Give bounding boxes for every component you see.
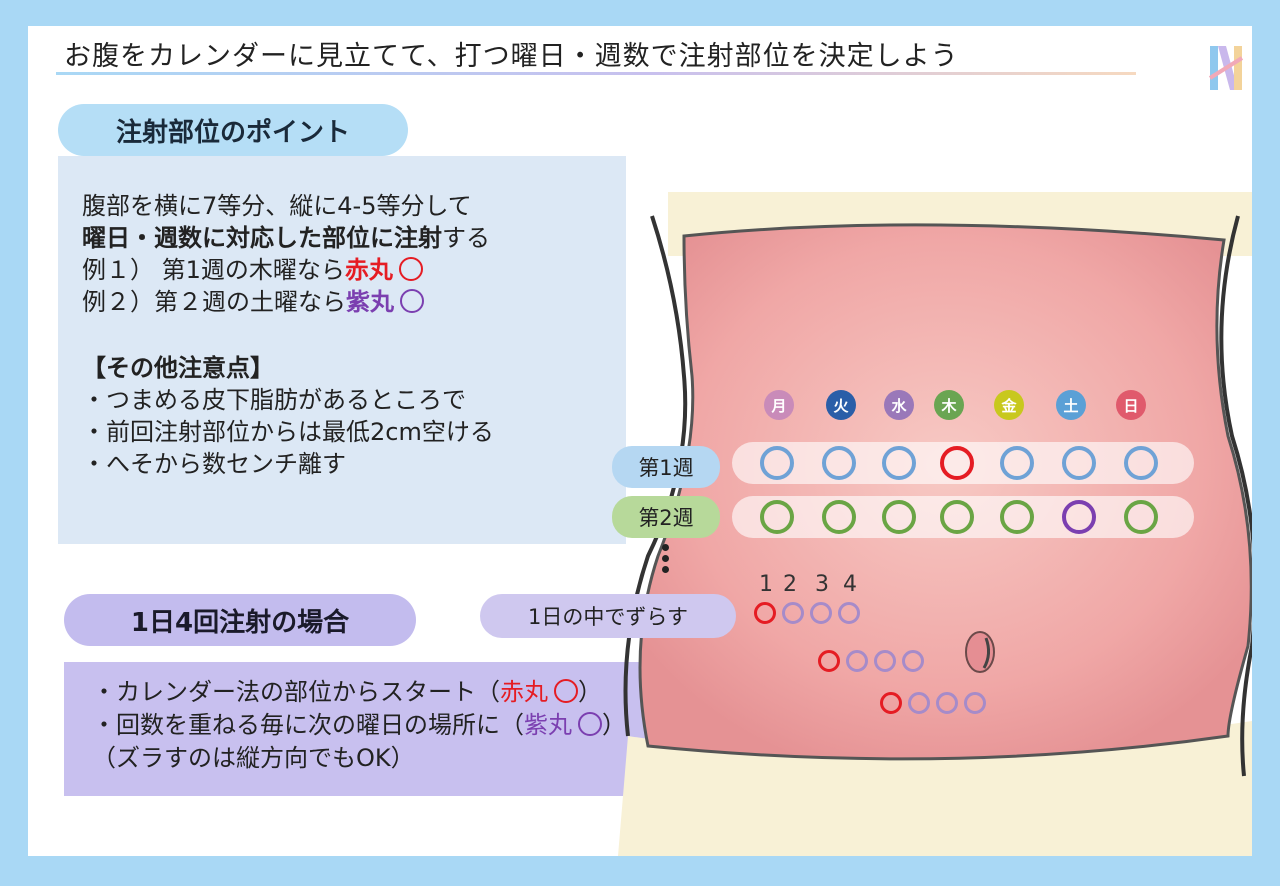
dose-ring [782, 602, 804, 624]
example2-color: 紫丸 [346, 288, 394, 316]
example1-text: 例１） 第1週の木曜なら [82, 256, 345, 284]
dose-ring [908, 692, 930, 714]
dose-ring-start [880, 692, 902, 714]
points-line2-rest: する [442, 224, 490, 252]
four-times-line1-color: 赤丸 [500, 678, 548, 706]
day-badge-sat: 土 [1056, 390, 1086, 420]
day-badge-fri: 金 [994, 390, 1024, 420]
four-times-line1-suffix: ） [578, 678, 602, 706]
day-badge-wed: 水 [884, 390, 914, 420]
week1-tue-ring [822, 446, 856, 480]
four-times-line3: （ズラすのは縦方向でもOK） [92, 744, 415, 772]
purple-circle-icon [400, 289, 424, 313]
note-item: ・つまめる皮下脂肪があるところで [82, 386, 466, 414]
dose-ring-start [754, 602, 776, 624]
dose-number: 1 [759, 572, 773, 597]
week1-wed-ring [882, 446, 916, 480]
points-line2: 曜日・週数に対応した部位に注射する [82, 222, 626, 254]
dose-number: 3 [815, 572, 829, 597]
example1: 例１） 第1週の木曜なら赤丸 [82, 254, 626, 286]
title-underline [56, 72, 1136, 75]
day-badge-mon: 月 [764, 390, 794, 420]
week2-fri-ring [1000, 500, 1034, 534]
week1-sat-ring [1062, 446, 1096, 480]
week2-sun-ring [1124, 500, 1158, 534]
points-heading: 注射部位のポイント [58, 104, 408, 156]
page-title: お腹をカレンダーに見立てて、打つ曜日・週数で注射部位を決定しよう [64, 41, 959, 72]
week1-fri-ring [1000, 446, 1034, 480]
four-times-line2-text: ・回数を重ねる毎に次の曜日の場所に（ [92, 711, 524, 739]
day-badge-tue: 火 [826, 390, 856, 420]
four-times-line2-color: 紫丸 [524, 711, 572, 739]
dose-ring [936, 692, 958, 714]
example1-color: 赤丸 [344, 256, 393, 284]
week2-sat-ring [1062, 500, 1096, 534]
week1-label: 第1週 [612, 446, 720, 488]
shift-label: 1日の中でずらす [480, 594, 736, 638]
day-badge-thu: 木 [934, 390, 964, 420]
dose-ring [846, 650, 868, 672]
example2-text: 例２）第２週の土曜なら [82, 288, 346, 316]
day-badge-sun: 日 [1116, 390, 1146, 420]
slide: お腹をカレンダーに見立てて、打つ曜日・週数で注射部位を決定しよう 注射部位のポイ… [28, 26, 1252, 856]
week2-tue-ring [822, 500, 856, 534]
four-times-line2: ・回数を重ねる毎に次の曜日の場所に（紫丸 ） [92, 709, 780, 742]
four-times-line2-suffix: ） [602, 711, 626, 739]
abdomen-illustration [618, 192, 1252, 856]
more-weeks-dots [661, 544, 671, 577]
dose-ring [902, 650, 924, 672]
week2-thu-ring [940, 500, 974, 534]
dose-ring [810, 602, 832, 624]
dose-ring-start [818, 650, 840, 672]
week2-wed-ring [882, 500, 916, 534]
four-times-line1: ・カレンダー法の部位からスタート（赤丸 ） [92, 676, 780, 709]
purple-circle-icon [578, 712, 602, 736]
points-line2-bold: 曜日・週数に対応した部位に注射 [82, 224, 442, 252]
dose-ring [964, 692, 986, 714]
week1-sun-ring [1124, 446, 1158, 480]
dose-ring [874, 650, 896, 672]
week1-thu-ring [940, 446, 974, 480]
dose-number: 2 [783, 572, 797, 597]
notes-title: 【その他注意点】 [82, 354, 274, 382]
red-circle-icon [554, 679, 578, 703]
note-item: ・へそから数センチ離す [82, 450, 346, 478]
week1-mon-ring [760, 446, 794, 480]
four-times-heading: 1日4回注射の場合 [64, 594, 416, 646]
note-item: ・前回注射部位からは最低2cm空ける [82, 418, 494, 446]
dose-ring [838, 602, 860, 624]
red-circle-icon [398, 257, 423, 281]
points-box: 腹部を横に7等分、縦に4-5等分して 曜日・週数に対応した部位に注射する 例１）… [58, 156, 626, 544]
four-times-line1-text: ・カレンダー法の部位からスタート（ [92, 678, 500, 706]
week2-label: 第2週 [612, 496, 720, 538]
brand-logo-icon [1204, 38, 1248, 98]
example2: 例２）第２週の土曜なら紫丸 [82, 286, 626, 318]
dose-number: 4 [843, 572, 857, 597]
points-line1: 腹部を横に7等分、縦に4-5等分して [82, 192, 472, 220]
week2-mon-ring [760, 500, 794, 534]
